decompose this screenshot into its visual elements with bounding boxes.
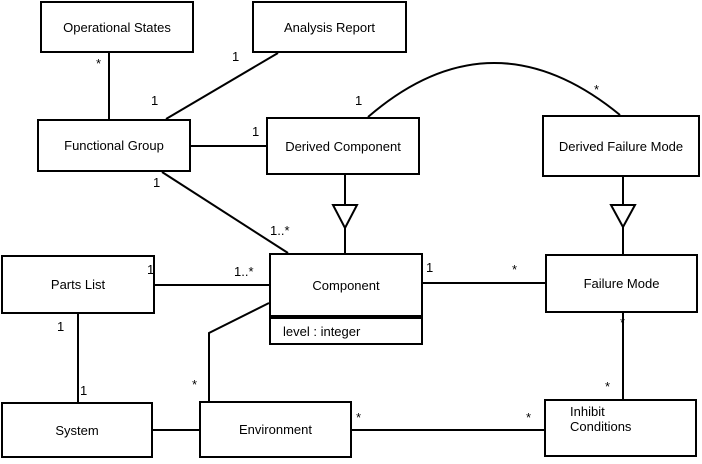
class-name-functional-group: Functional Group: [64, 138, 164, 153]
class-box-analysis-report: Analysis Report: [252, 1, 407, 53]
class-box-functional-group: Functional Group: [37, 119, 191, 172]
class-box-parts-list: Parts List: [1, 255, 155, 314]
association-functional-group-component: [161, 171, 289, 254]
class-box-derived-failure-mode: Derived Failure Mode: [542, 115, 700, 177]
class-attribute-box-component: level : integer: [269, 317, 423, 345]
class-name-failure-mode: Failure Mode: [583, 276, 660, 291]
multiplicity-system-end-parts-list: 1: [80, 383, 88, 398]
multiplicity-functional-group-end-analysis-report: 1: [151, 93, 159, 108]
class-name-operational-states: Operational States: [63, 19, 171, 35]
class-box-derived-component: Derived Component: [266, 117, 420, 175]
multiplicity-analysis-report-end: 1: [232, 49, 240, 64]
association-derived-component-derived-failure-mode-arc: [367, 62, 621, 118]
generalization-arrow-failure-mode: [609, 204, 637, 230]
multiplicity-parts-list-end-component: 1: [147, 262, 155, 277]
multiplicity-operational-states-end: *: [96, 56, 102, 71]
multiplicity-component-end-parts-list: 1..*: [234, 264, 254, 279]
class-name-derived-component: Derived Component: [285, 138, 401, 154]
multiplicity-environment-end-inhibit: *: [356, 410, 362, 425]
multiplicity-inhibit-end-failure-mode: *: [605, 379, 611, 394]
multiplicity-derived-failure-mode-end-arc: *: [594, 82, 600, 97]
multiplicity-component-end-functional-group: 1..*: [270, 223, 290, 238]
generalization-arrow-component: [331, 204, 359, 231]
class-box-component: Component: [269, 253, 423, 317]
class-name-component: Component: [312, 277, 380, 293]
class-attribute-component-level: level : integer: [283, 323, 361, 339]
class-name-environment: Environment: [239, 422, 312, 437]
multiplicity-failure-mode-end-component: *: [512, 262, 518, 277]
association-environment-component: [208, 302, 270, 401]
multiplicity-component-end-failure-mode: 1: [426, 260, 434, 275]
class-box-inhibit-conditions: Inhibit Conditions: [544, 399, 697, 457]
class-name-analysis-report: Analysis Report: [283, 19, 376, 35]
class-box-environment: Environment: [199, 401, 352, 458]
class-name-parts-list: Parts List: [50, 277, 106, 292]
class-name-derived-failure-mode: Derived Failure Mode: [558, 138, 684, 154]
multiplicity-parts-list-end-system: 1: [57, 319, 65, 334]
association-analysis-report-functional-group: [165, 52, 279, 120]
multiplicity-derived-component-end-arc: 1: [355, 93, 363, 108]
multiplicity-derived-component-end-functional-group: 1: [252, 124, 260, 139]
class-box-failure-mode: Failure Mode: [545, 254, 698, 313]
class-name-system: System: [55, 422, 99, 438]
class-box-system: System: [1, 402, 153, 458]
multiplicity-environment-end-component: *: [192, 377, 198, 392]
class-name-inhibit-conditions: Inhibit Conditions: [570, 404, 632, 434]
class-box-operational-states: Operational States: [40, 1, 194, 53]
multiplicity-functional-group-end-component: 1: [153, 175, 161, 190]
multiplicity-inhibit-end-environment: *: [526, 410, 532, 425]
multiplicity-failure-mode-end-inhibit: *: [620, 315, 626, 330]
